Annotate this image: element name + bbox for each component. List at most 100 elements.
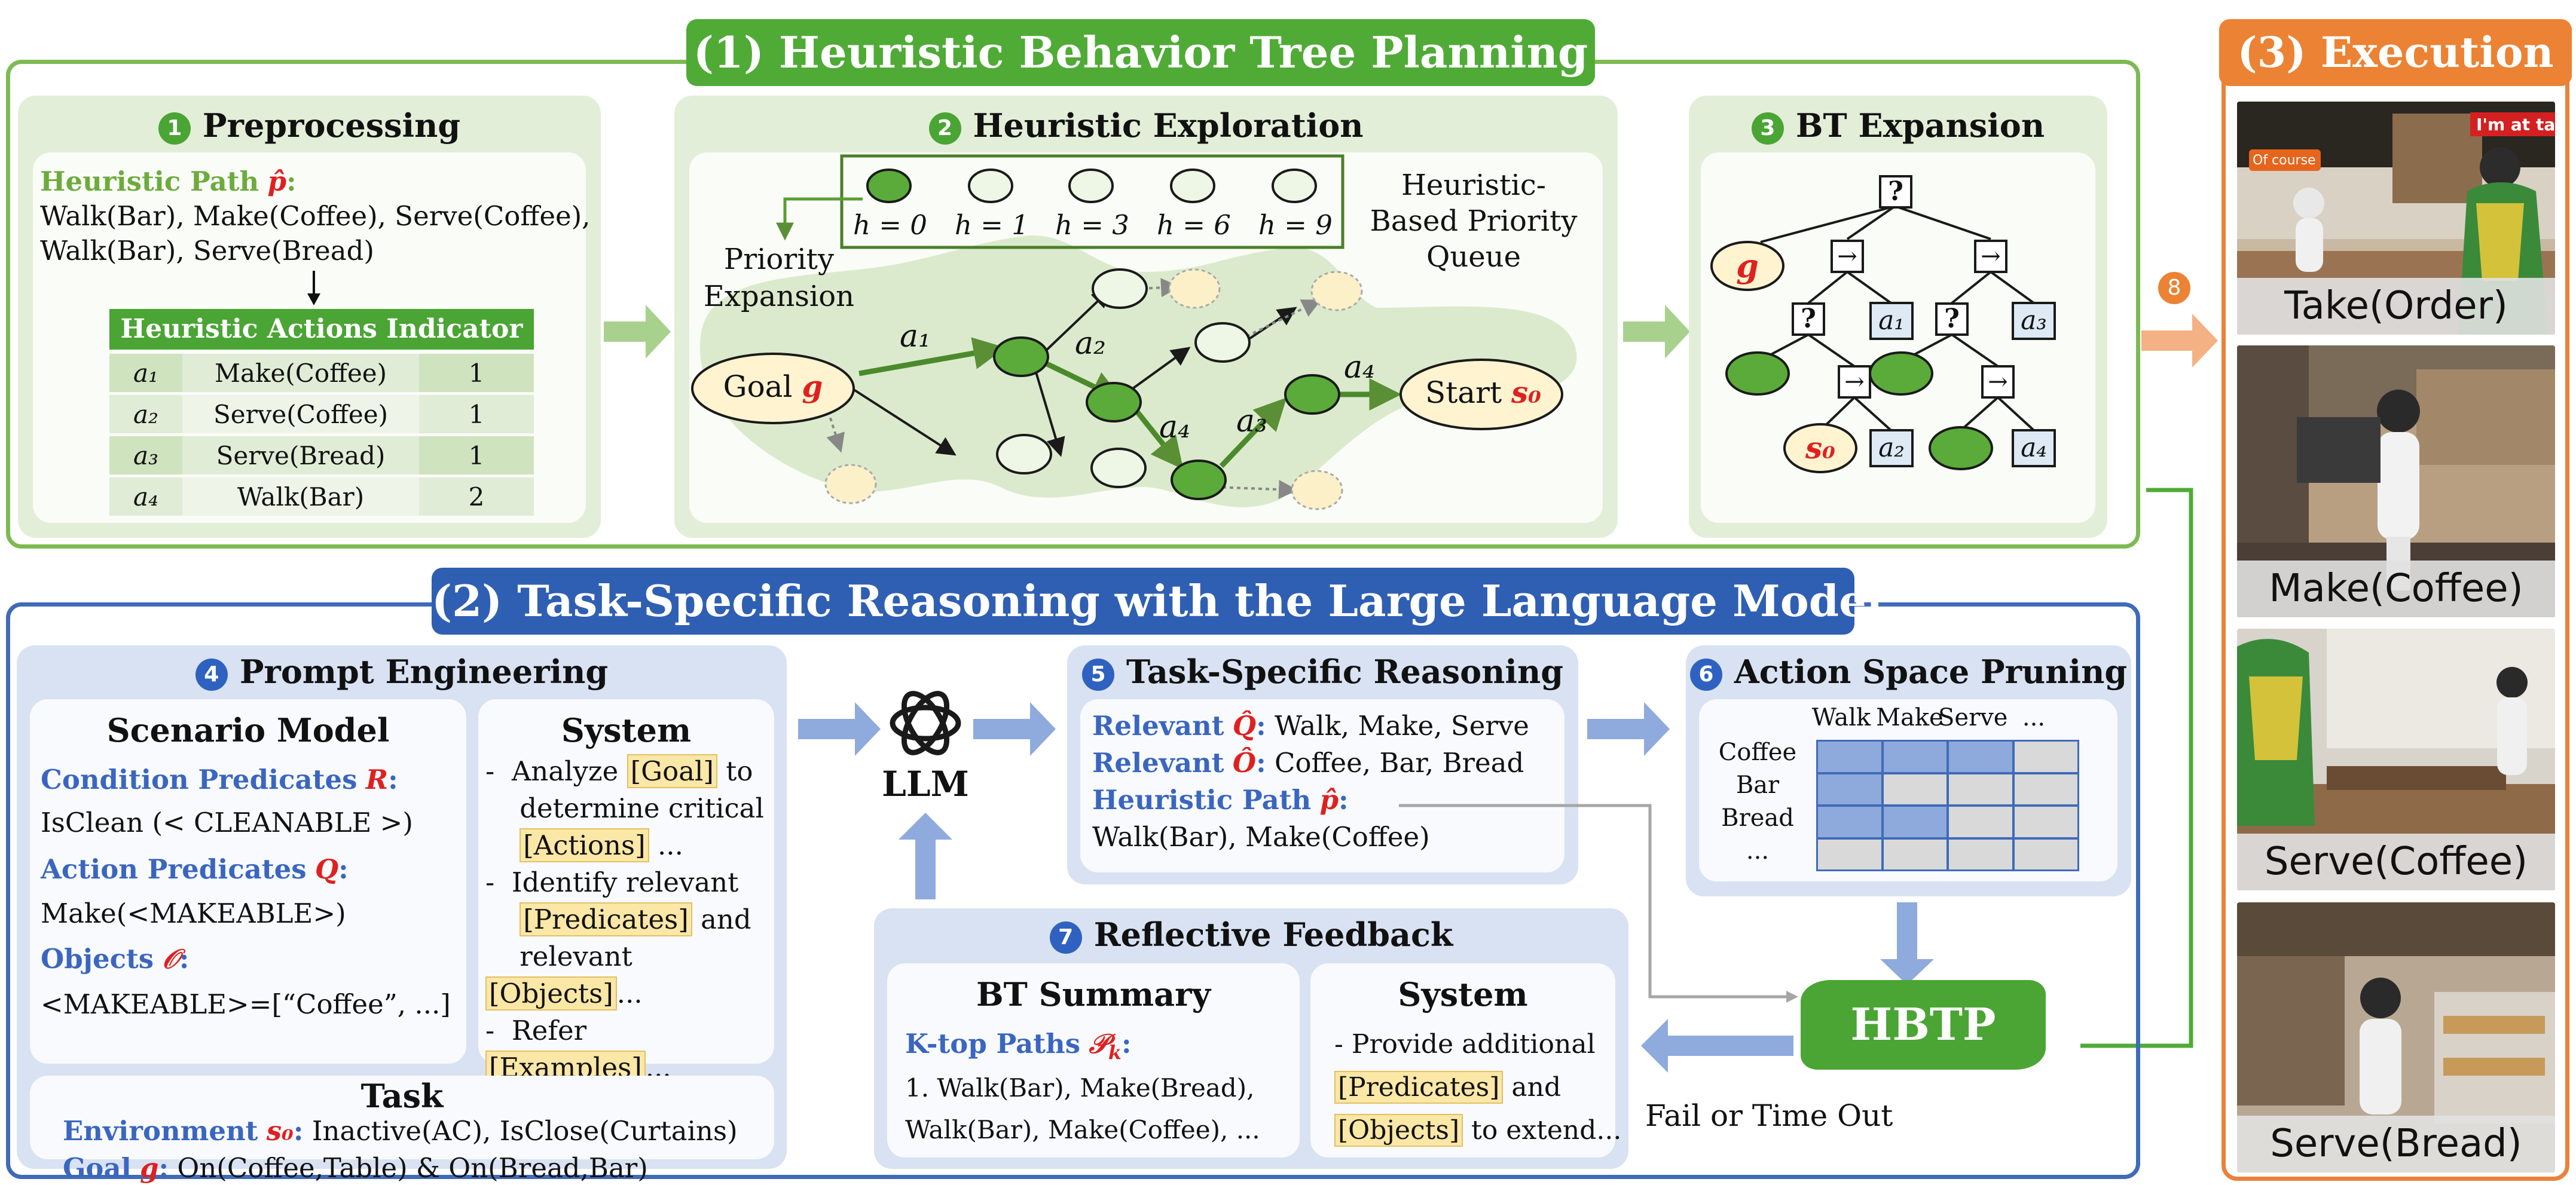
step-1-badge: 1 (158, 112, 191, 145)
k-top-paths-label: K-top Paths 𝒫k: (905, 1028, 1132, 1064)
pruning-cell (1883, 807, 1946, 837)
queue-node (866, 169, 912, 203)
heuristic-bt-planning-banner: (1) Heuristic Behavior Tree Planning (686, 19, 1595, 86)
queue-h-label: h = 0 (853, 209, 927, 241)
start-node (1399, 359, 1563, 430)
prompt-engineering-title: 4 Prompt Engineering (17, 653, 787, 691)
pruning-cell (1949, 742, 2012, 772)
goal-condition-node (1710, 241, 1784, 291)
goal-symbol: g (1736, 247, 1759, 285)
step-4-badge: 4 (195, 658, 228, 691)
fail-or-timeout-label: Fail or Time Out (1645, 1098, 1893, 1133)
preprocessing-panel: 1 Preprocessing Heuristic Path p̂: Walk(B… (18, 96, 601, 538)
frontier-node (1310, 271, 1363, 311)
condition-node (1929, 426, 1993, 470)
sequence-symbol: → (1988, 368, 2008, 396)
action-node (2012, 302, 2056, 340)
heuristic-exploration-panel: 2 Heuristic Exploration (674, 96, 1618, 538)
environment-line: Environment s₀: Inactive(AC), IsClose(Cu… (63, 1115, 738, 1147)
queue-node (968, 169, 1013, 203)
pruning-cell (1883, 839, 1946, 869)
execution-arrow-icon (2141, 314, 2218, 368)
objects-value: <MAKEABLE>=[“Coffee”, ...] (41, 988, 451, 1020)
flow-arrow-icon (1623, 305, 1690, 359)
task-box: Task Environment s₀: Inactive(AC), IsClo… (30, 1076, 774, 1184)
table-cell-value: 2 (419, 477, 534, 516)
graph-node (1090, 448, 1147, 488)
priority-queue-box (840, 154, 1344, 249)
feedback-system-title: System (1398, 975, 1528, 1013)
table-cell-action: a₂ (109, 395, 182, 433)
heuristic-path-label: Heuristic Path p̂: (40, 166, 297, 197)
action-label: a₄ (2021, 433, 2047, 463)
search-region (699, 235, 1577, 507)
prompt-system-title: System (561, 711, 692, 749)
execution-banner: (3) Execution (2219, 19, 2572, 86)
exploration-content: h = 0 h = 1 h = 3 h = 6 h = 9 Heuristic-… (689, 152, 1603, 523)
start-symbol: s₀ (1805, 430, 1836, 466)
action-node (1869, 429, 1914, 467)
reasoning-heuristic-path-label: Heuristic Path p̂: (1092, 784, 1349, 816)
scenario-model-title: Scenario Model (106, 711, 390, 749)
feedback-system-box: System - Provide additional [Predicates]… (1310, 963, 1621, 1158)
exploration-title-text: Heuristic Exploration (973, 106, 1364, 145)
prompt-system-box: System - Analyze [Goal] to determine cri… (478, 699, 774, 1085)
behavior-tree (1710, 175, 2056, 473)
table-cell-value: 1 (419, 354, 534, 392)
heuristic-path-line-2: Walk(Bar), Serve(Bread) (40, 235, 374, 267)
frontier-node (1168, 268, 1221, 309)
preprocessing-title: 1 Preprocessing (18, 106, 601, 145)
pruning-grid (1816, 740, 2079, 871)
table-cell-name: Serve(Coffee) (182, 395, 419, 433)
flow-arrow-icon (798, 702, 881, 756)
frontier-node (1291, 470, 1343, 510)
condition-predicates-value: IsClean (< CLEANABLE >) (41, 807, 413, 838)
graph-node (996, 434, 1052, 474)
start-condition-node (1783, 423, 1857, 473)
hbtp-module: HBTP (1801, 980, 2046, 1070)
step-2-badge: 2 (928, 112, 961, 145)
caption-take-order: Take(Order) (2237, 278, 2555, 335)
sign-text: I'm at ta (2476, 115, 2555, 134)
table-cell-value: 1 (419, 436, 534, 474)
sequence-node (1831, 240, 1864, 273)
task-specific-reasoning-banner: (2) Task-Specific Reasoning with the Lar… (432, 568, 1883, 635)
feedback-system-text: - Provide additional [Predicates] and [O… (1334, 1029, 1622, 1147)
table-cell-action: a₃ (109, 436, 182, 474)
sequence-symbol: → (1981, 243, 2001, 270)
pruning-cell (2014, 742, 2077, 772)
execution-photo-make-coffee: Make(Coffee) (2237, 345, 2555, 617)
prompt-engineering-title-text: Prompt Engineering (239, 653, 609, 691)
prompt-engineering-panel: 4 Prompt Engineering Scenario Model Condi… (17, 645, 787, 1184)
graph-node (1194, 322, 1251, 363)
scenario-model-box: Scenario Model Condition Predicates R: I… (30, 699, 466, 1064)
caption-serve-bread: Serve(Bread) (2237, 1116, 2555, 1172)
reasoning-content: Relevant Q̂: Walk, Make, Serve Relevant … (1080, 699, 1564, 872)
condition-predicates-label: Condition Predicates R: (41, 764, 398, 795)
edge-label: a₁ (900, 319, 931, 354)
graph-node (1086, 382, 1142, 422)
queue-h-label: h = 3 (1055, 209, 1129, 241)
k-top-paths-line-2: Walk(Bar), Make(Coffee), ... (905, 1115, 1260, 1144)
bt-summary-title: BT Summary (976, 975, 1211, 1013)
relevant-objects-line: Relevant Ô: Coffee, Bar, Bread (1092, 747, 1524, 779)
prompt-system-text: - Analyze [Goal] to determine critical [… (485, 754, 764, 1085)
relevant-actions-line: Relevant Q̂: Walk, Make, Serve (1092, 710, 1529, 742)
action-label: a₁ (1878, 305, 1905, 336)
table-row: a₃ Serve(Bread) 1 (109, 436, 534, 474)
selector-node (1879, 175, 1912, 209)
selector-node (1792, 302, 1825, 336)
preprocessing-title-text: Preprocessing (202, 106, 461, 145)
feedback-title-text: Reflective Feedback (1093, 915, 1453, 954)
sequence-node (1974, 240, 2007, 273)
pruning-cell (1818, 839, 1881, 869)
heuristic-path-connector (1399, 804, 1798, 1003)
